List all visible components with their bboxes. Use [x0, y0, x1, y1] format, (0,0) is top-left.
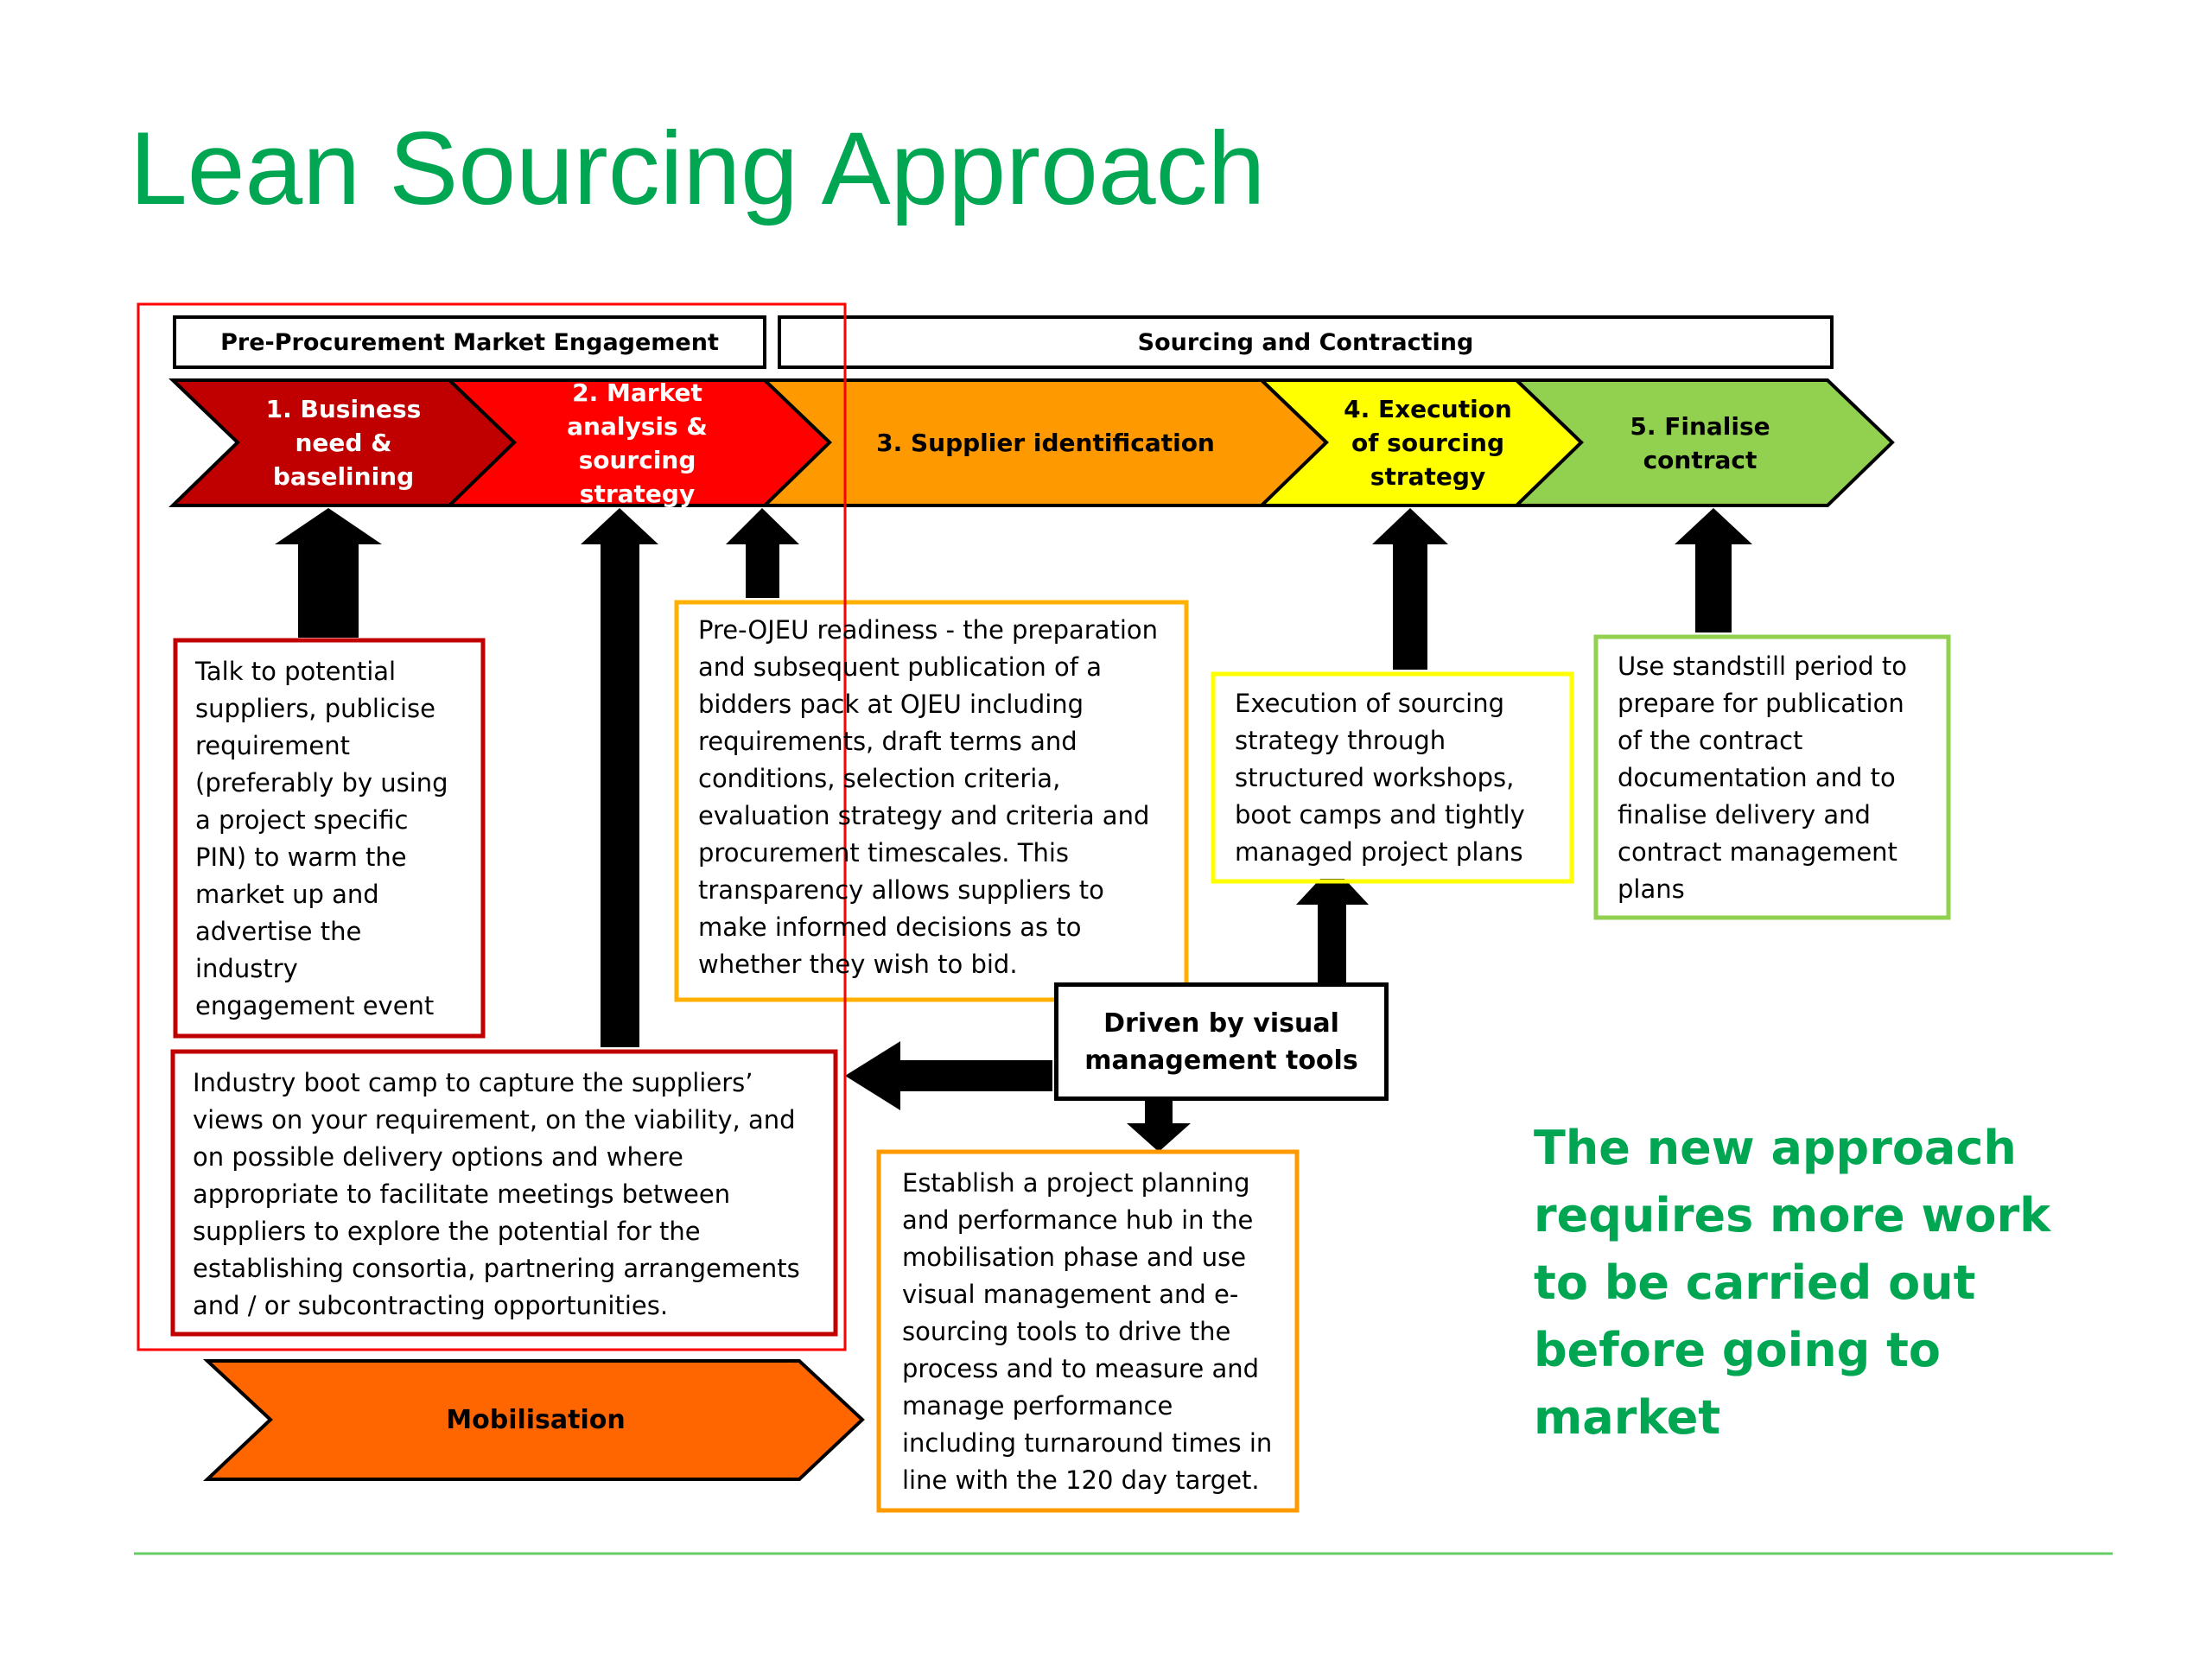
- border-talk: [173, 638, 486, 1039]
- step5-label: 5. Finalise contract: [1630, 411, 1770, 474]
- step4-label: 4. Execution of sourcing strategy: [1344, 395, 1512, 491]
- highlight-frame: [137, 302, 847, 1351]
- step2-label: 2. Market analysis & sourcing strategy: [567, 378, 708, 508]
- box-execution: Execution of sourcing strategy through s…: [1216, 677, 1569, 879]
- border-establish: [876, 1149, 1300, 1513]
- border-standstill: [1593, 634, 1951, 920]
- mobilisation-label: Mobilisation: [446, 1405, 626, 1435]
- driven-by-visual-management: Driven by visual management tools: [1054, 982, 1389, 1101]
- arrow-bootcamp-to-step2: [581, 508, 658, 1047]
- page-title: Lean Sourcing Approach: [130, 111, 1266, 226]
- arrow-preojeu-to-step2: [726, 508, 799, 598]
- box-industry-boot-camp: Industry boot camp to capture the suppli…: [175, 1054, 833, 1332]
- up-arrows: [275, 508, 1752, 1152]
- phase-header-pre-procurement: Pre-Procurement Market Engagement: [173, 315, 766, 369]
- border-execution: [1211, 671, 1574, 884]
- arrow-talk-to-step1: [275, 508, 382, 638]
- conclusion-text: The new approach requires more work to b…: [1534, 1121, 2051, 1445]
- border-preojeu: [674, 600, 1189, 1002]
- box-establish-hub: Establish a project planning and perform…: [881, 1154, 1294, 1508]
- phase-header-sourcing-contracting: Sourcing and Contracting: [778, 315, 1834, 369]
- chevron-step1: [168, 378, 517, 507]
- arrow-hub-to-execution: [1296, 866, 1369, 982]
- box-talk-to-suppliers: Talk to potential suppliers, publicise r…: [178, 643, 480, 1033]
- box-pre-ojeu-readiness: Pre-OJEU readiness - the preparation and…: [698, 615, 1158, 979]
- arrow-standstill-to-step5: [1675, 508, 1752, 632]
- step1-label: 1. Business need & baselining: [265, 395, 422, 491]
- chevron-mobilisation: [202, 1359, 865, 1481]
- box-standstill: Use standstill period to prepare for pub…: [1599, 639, 1946, 915]
- arrow-execution-to-step4: [1372, 508, 1448, 670]
- border-bootcamp: [170, 1049, 838, 1337]
- arrow-hub-to-bootcamp: [845, 1041, 1052, 1110]
- step3-label: 3. Supplier identification: [876, 429, 1215, 457]
- arrow-hub-to-establish: [1127, 1099, 1191, 1152]
